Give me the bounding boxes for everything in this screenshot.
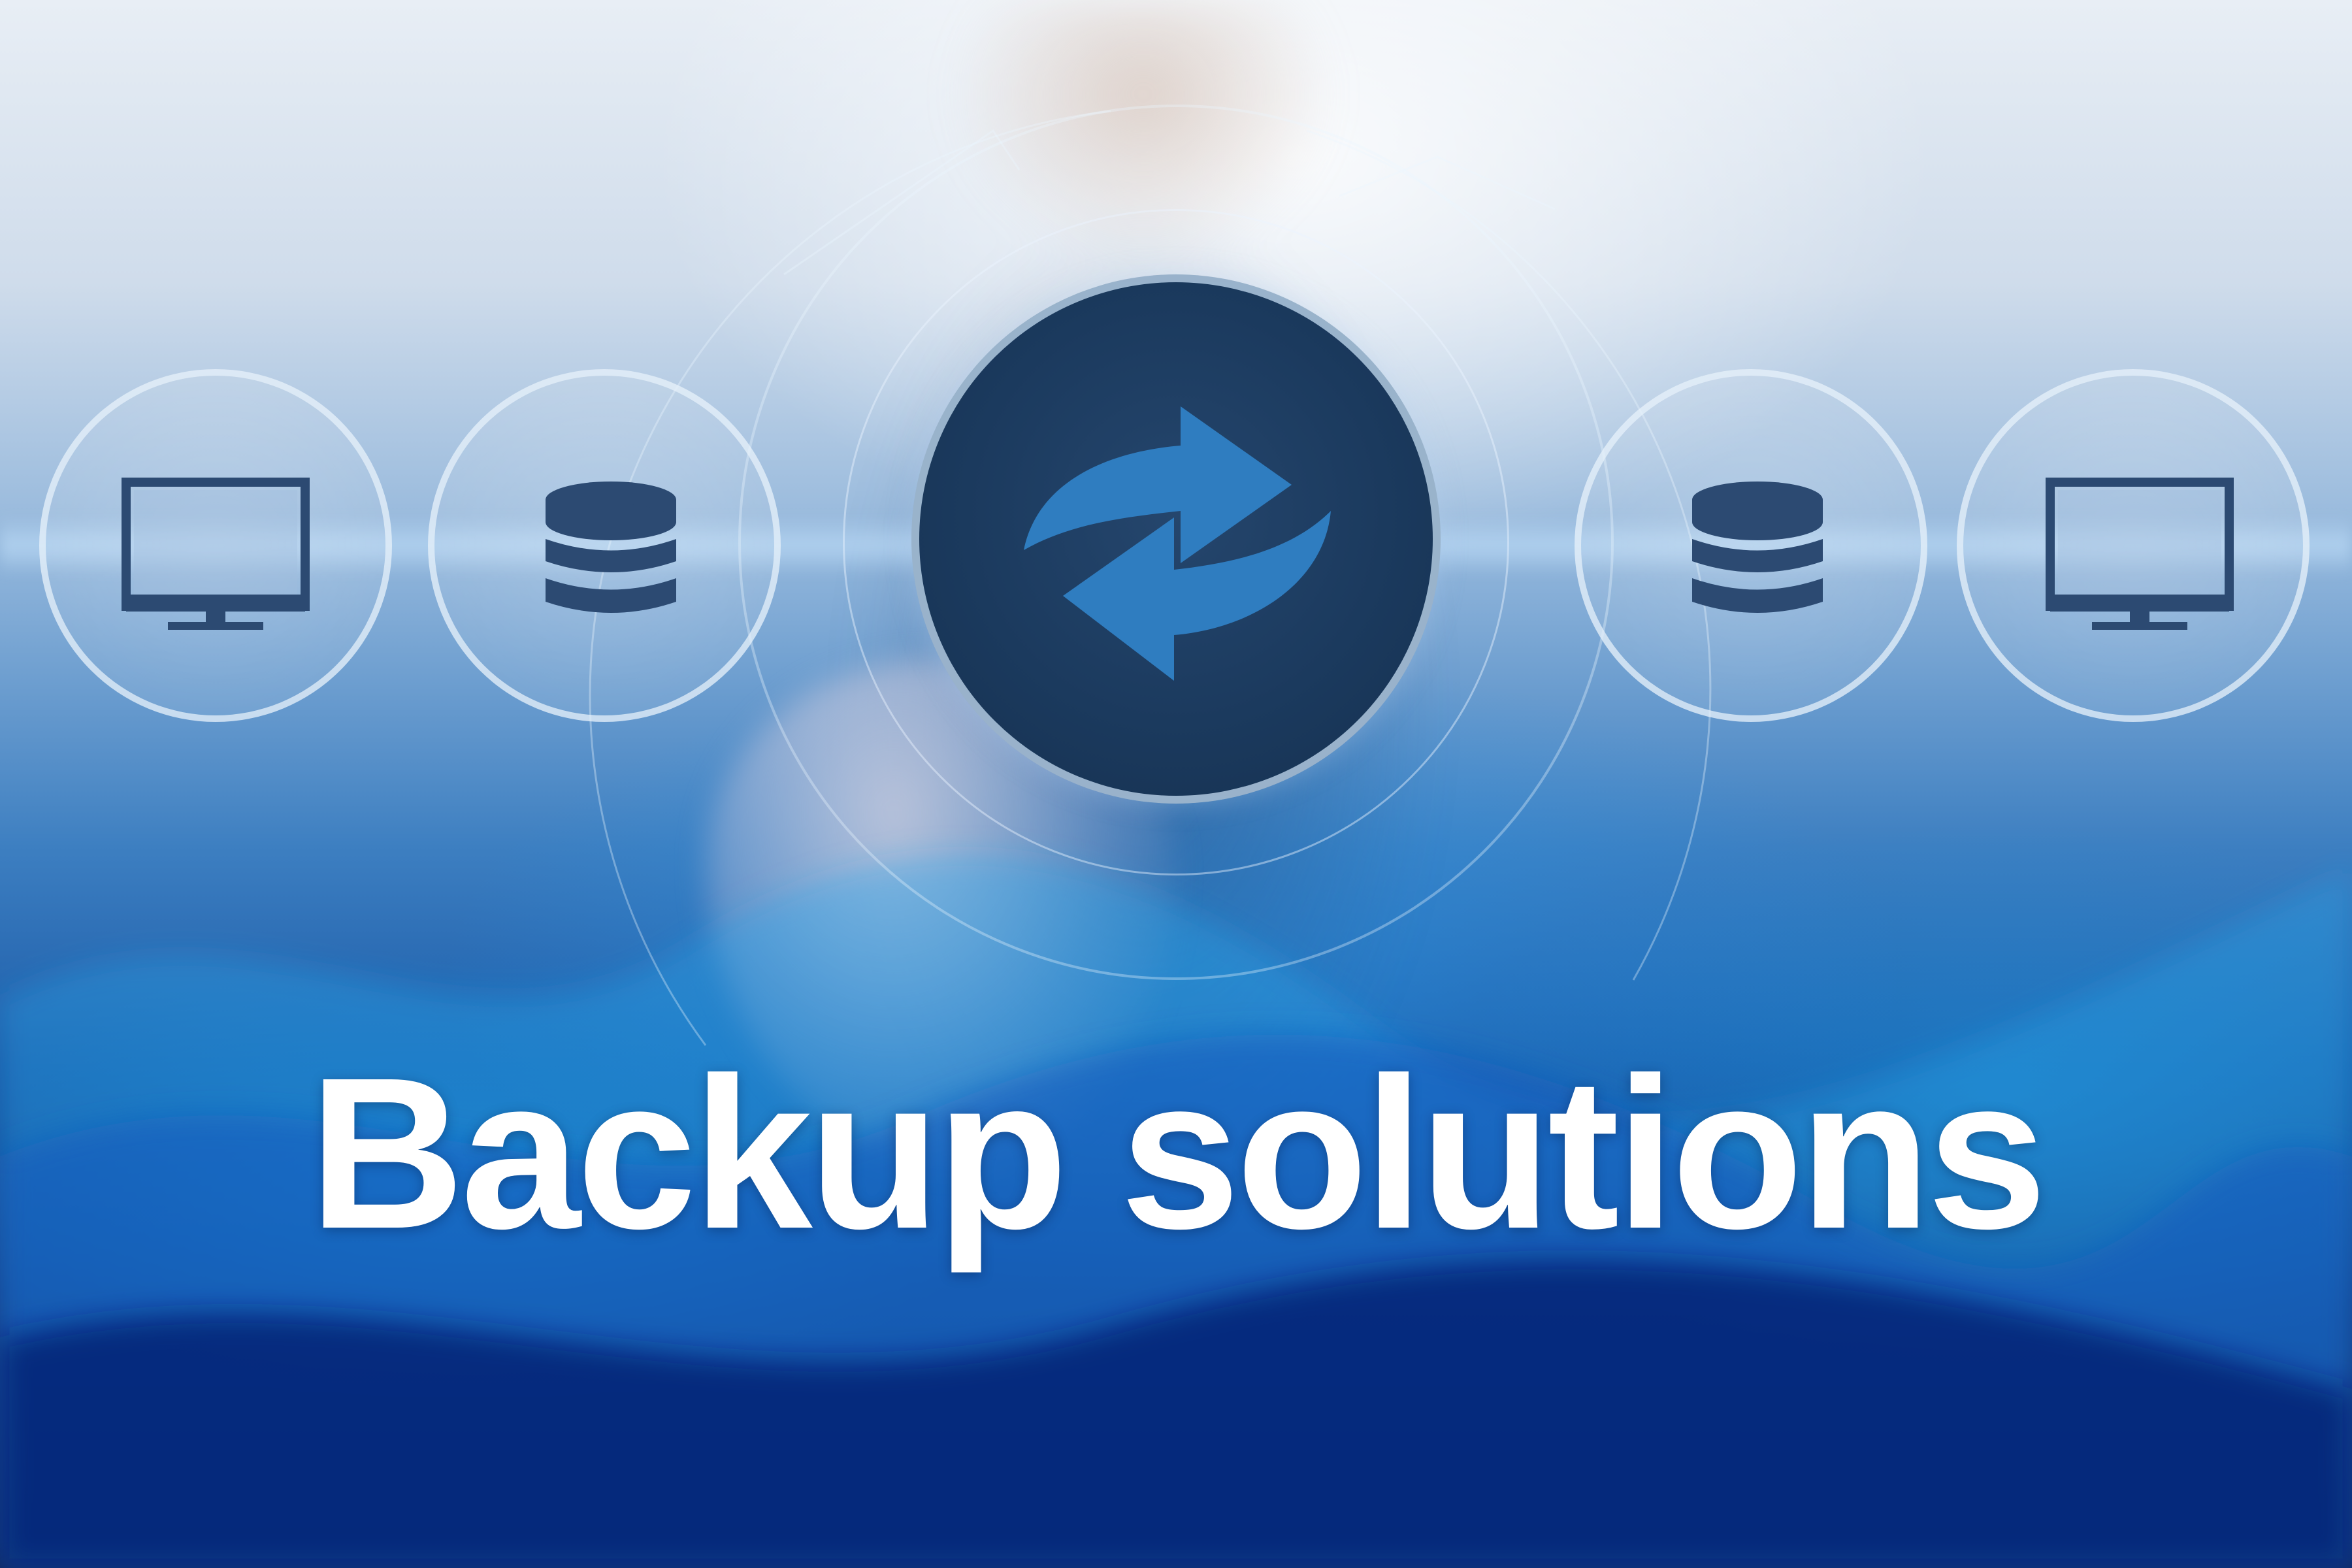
sync-arrows-icon <box>1024 406 1331 681</box>
left-database-node[interactable] <box>428 369 781 722</box>
right-database-node[interactable] <box>1575 369 1927 722</box>
database-icon <box>1692 482 1823 613</box>
monitor-icon <box>122 478 310 630</box>
hub-inner-halo <box>843 209 1509 875</box>
monitor-icon <box>2046 478 2234 630</box>
database-icon <box>546 482 676 613</box>
right-monitor-node[interactable] <box>1957 369 2310 722</box>
abstract-wave-background <box>0 856 2352 1568</box>
sync-hub-button[interactable] <box>911 274 1441 804</box>
headline: Backup solutions <box>308 1032 2047 1273</box>
left-monitor-node[interactable] <box>39 369 392 722</box>
